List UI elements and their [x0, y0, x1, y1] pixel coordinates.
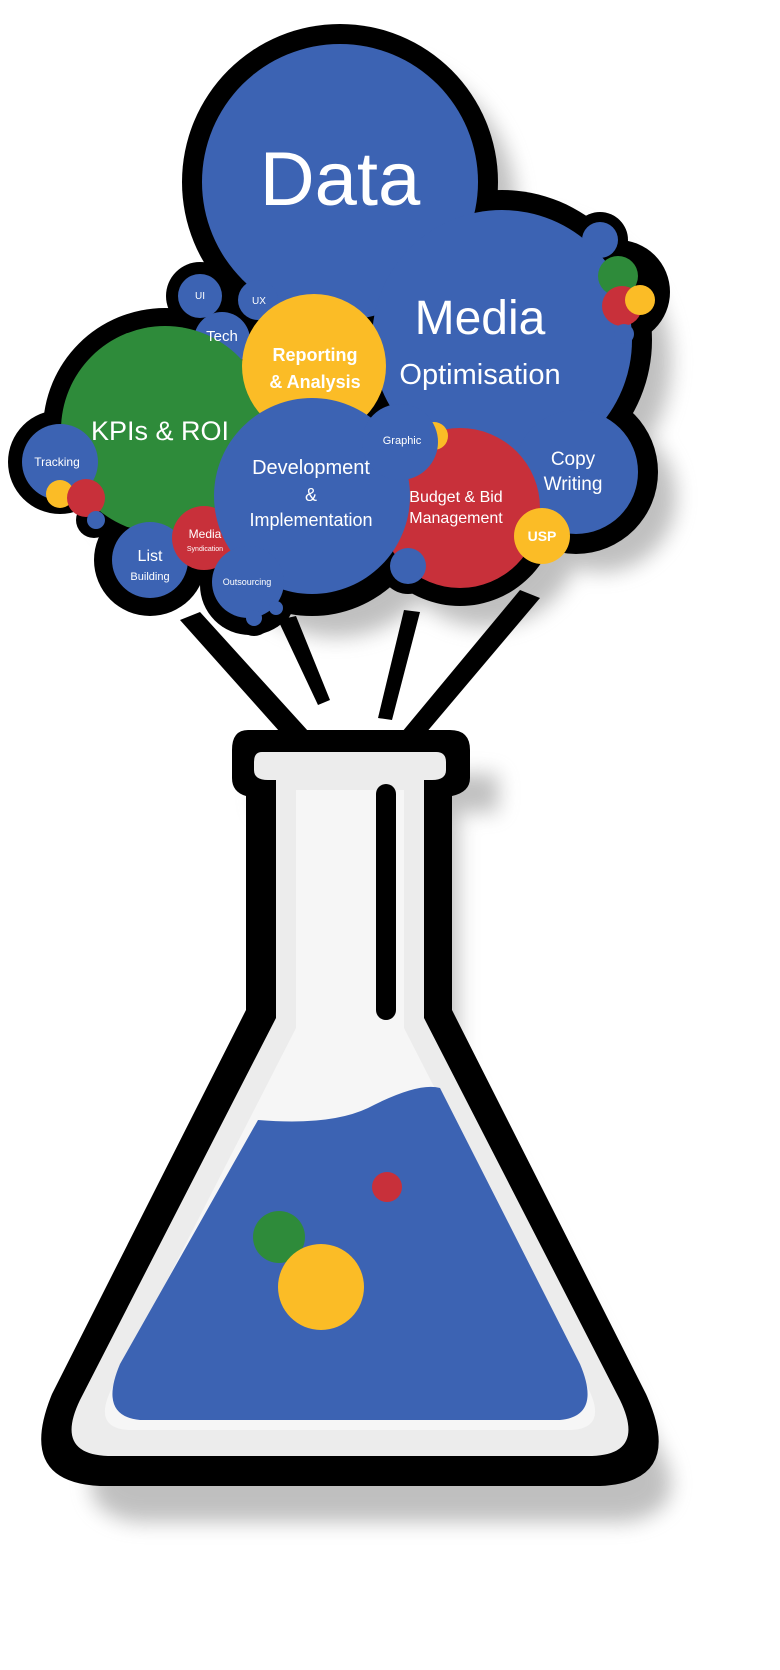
label-tracking: Tracking	[34, 455, 80, 469]
bubble-media	[372, 210, 632, 470]
flask-neck-line	[376, 784, 396, 1020]
label-budget-2: Management	[409, 510, 503, 527]
label-tech: Tech	[206, 328, 238, 345]
label-usp: USP	[528, 528, 557, 544]
label-data: Data	[260, 137, 421, 222]
bubble-copy	[514, 410, 638, 534]
label-reporting-2: & Analysis	[269, 372, 360, 392]
bubble-cloud	[22, 44, 655, 626]
bubble-small-right-1	[582, 222, 618, 258]
bubble-outsourcing-3	[269, 601, 283, 615]
bubble-budget-blue	[390, 548, 426, 584]
bubble-ui	[178, 274, 222, 318]
label-ui: UI	[195, 291, 205, 302]
label-development-2: &	[305, 485, 317, 505]
label-development-3: Implementation	[249, 510, 372, 530]
bubble-small-right-green	[598, 256, 638, 296]
bubble-small-right-2	[614, 324, 634, 344]
label-outsourcing: Outsourcing	[223, 577, 272, 587]
bubble-tracking-blue	[87, 511, 105, 529]
label-optimisation: Optimisation	[399, 359, 560, 391]
label-copy-2: Writing	[544, 474, 603, 495]
label-budget-1: Budget & Bid	[409, 489, 502, 506]
label-list-2: Building	[130, 571, 169, 583]
bubble-ux	[238, 280, 278, 320]
label-reporting-1: Reporting	[273, 345, 358, 365]
label-kpis: KPIs & ROI	[91, 416, 229, 446]
label-ux: UX	[252, 296, 266, 307]
bubble-small-right-yellow	[625, 285, 655, 315]
bubble-tracking-red	[67, 479, 105, 517]
label-copy-1: Copy	[551, 449, 596, 470]
bubble-outsourcing	[212, 546, 284, 618]
bubble-labels: Data Media Optimisation Reporting & Anal…	[34, 137, 602, 587]
bubble-stems	[180, 590, 540, 750]
liquid-bubble-red	[372, 1172, 402, 1202]
liquid-bubble-green	[253, 1211, 305, 1263]
bubble-development	[214, 398, 410, 594]
label-list-1: List	[138, 548, 163, 565]
flask-liquid	[112, 1086, 588, 1420]
label-media-synd-1: Media	[189, 527, 222, 541]
bubble-outsourcing-2	[246, 610, 262, 626]
bubble-reporting	[242, 294, 386, 438]
bubble-graphic	[362, 404, 438, 480]
label-media: Media	[415, 292, 546, 345]
bubble-list	[112, 522, 188, 598]
label-media-synd-2: Syndication	[187, 546, 223, 553]
bubble-usp	[514, 508, 570, 564]
flask-icon	[41, 730, 659, 1486]
liquid-bubble-yellow	[278, 1244, 364, 1330]
label-development-1: Development	[252, 457, 370, 479]
bubble-tracking-yellow	[46, 480, 74, 508]
label-graphic: Graphic	[383, 435, 422, 447]
